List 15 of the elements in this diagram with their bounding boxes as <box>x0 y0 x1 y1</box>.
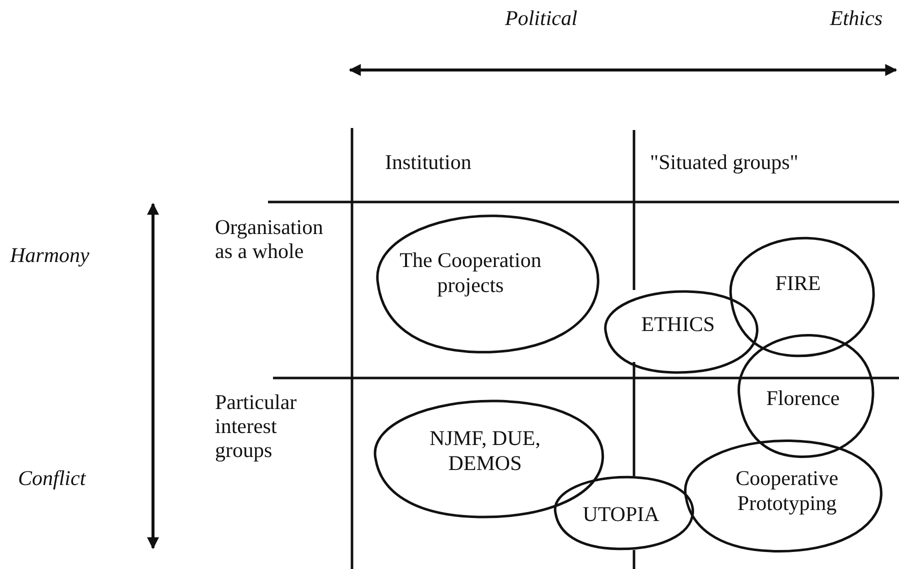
column-header: Institution <box>385 150 472 174</box>
axis-label: Political <box>505 6 578 30</box>
axis-label: Ethics <box>830 6 884 30</box>
blob-label: NJMF, DUE, DEMOS <box>428 426 542 476</box>
column-header: "Situated groups" <box>650 150 800 174</box>
blob-label: UTOPIA <box>582 502 660 528</box>
blob-label: The Cooperation projects <box>398 248 542 298</box>
axis-label: Conflict <box>18 466 87 490</box>
blob-label: Florence <box>765 386 841 412</box>
blob-label: Cooperative Prototyping <box>734 466 840 516</box>
row-header: Organisation as a whole <box>215 215 324 264</box>
blob-label: ETHICS <box>640 312 716 338</box>
row-header: Particular interest groups <box>215 390 298 462</box>
blob-label: FIRE <box>774 271 822 296</box>
axis-label: Harmony <box>10 243 90 268</box>
